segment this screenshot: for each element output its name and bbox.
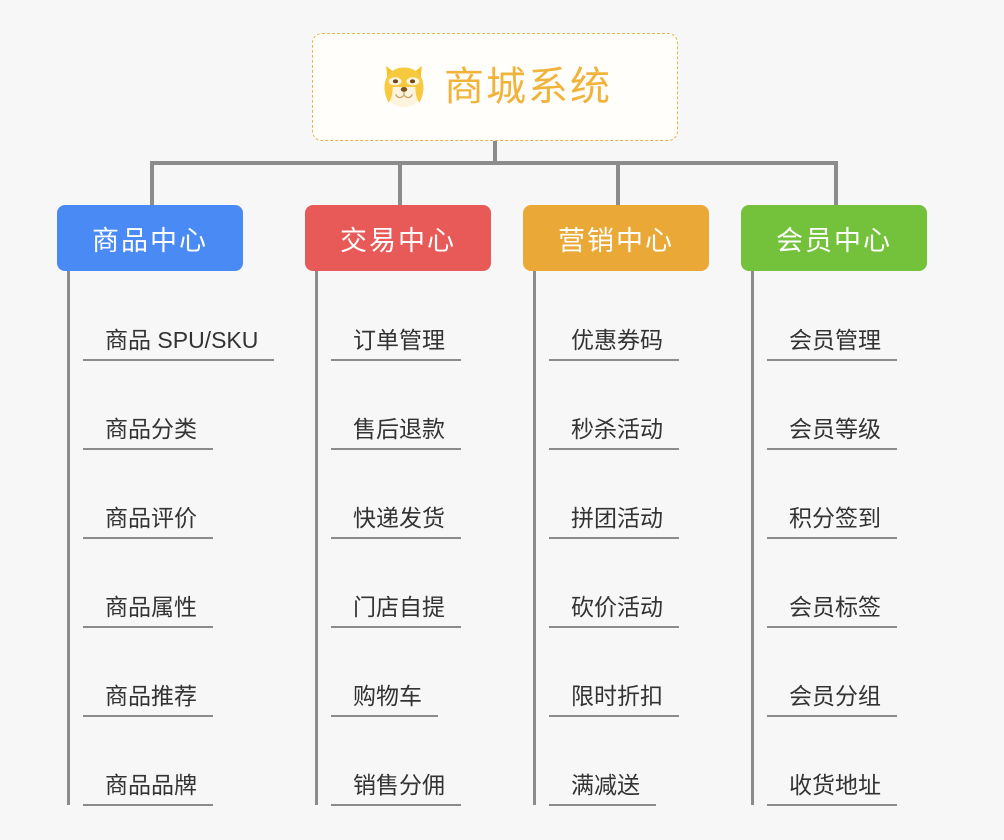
list-item[interactable]: 秒杀活动 xyxy=(549,360,743,450)
branch-column-3: 营销中心 优惠券码 秒杀活动 拼团活动 砍价活动 限时折扣 满减送 xyxy=(523,205,743,806)
list-item-label: 商品推荐 xyxy=(83,683,213,717)
list-item[interactable]: 商品品牌 xyxy=(83,716,277,806)
list-item[interactable]: 拼团活动 xyxy=(549,449,743,539)
list-item[interactable]: 商品属性 xyxy=(83,538,277,628)
list-item[interactable]: 门店自提 xyxy=(331,538,525,628)
list-item[interactable]: 商品评价 xyxy=(83,449,277,539)
branch-column-1: 商品中心 商品 SPU/SKU 商品分类 商品评价 商品属性 商品推荐 商品品牌 xyxy=(57,205,277,806)
list-item[interactable]: 满减送 xyxy=(549,716,743,806)
branch-list-1: 商品 SPU/SKU 商品分类 商品评价 商品属性 商品推荐 商品品牌 xyxy=(67,271,277,806)
root-node[interactable]: 商城系统 xyxy=(312,33,678,141)
list-item[interactable]: 购物车 xyxy=(331,627,525,717)
connector-drop-3 xyxy=(616,161,620,207)
branch-header-label-3: 营销中心 xyxy=(558,225,674,256)
list-item-label: 购物车 xyxy=(331,683,438,717)
branch-header-1[interactable]: 商品中心 xyxy=(57,205,243,271)
list-item-label: 砍价活动 xyxy=(549,594,679,628)
list-item-label: 商品 SPU/SKU xyxy=(83,327,275,361)
list-item[interactable]: 会员分组 xyxy=(767,627,961,717)
list-item-label: 满减送 xyxy=(549,772,656,806)
list-item-label: 会员分组 xyxy=(767,683,897,717)
list-item[interactable]: 订单管理 xyxy=(331,271,525,361)
list-item[interactable]: 会员管理 xyxy=(767,271,961,361)
list-item-label: 限时折扣 xyxy=(549,683,679,717)
list-item-label: 会员标签 xyxy=(767,594,897,628)
list-item[interactable]: 积分签到 xyxy=(767,449,961,539)
branch-column-2: 交易中心 订单管理 售后退款 快递发货 门店自提 购物车 销售分佣 xyxy=(305,205,525,806)
branch-header-label-2: 交易中心 xyxy=(340,225,456,256)
list-item[interactable]: 商品推荐 xyxy=(83,627,277,717)
list-item[interactable]: 收货地址 xyxy=(767,716,961,806)
list-item[interactable]: 商品分类 xyxy=(83,360,277,450)
list-item-label: 商品品牌 xyxy=(83,772,213,806)
branch-column-4: 会员中心 会员管理 会员等级 积分签到 会员标签 会员分组 收货地址 xyxy=(741,205,961,806)
list-item[interactable]: 砍价活动 xyxy=(549,538,743,628)
list-item-label: 秒杀活动 xyxy=(549,416,679,450)
branch-header-label-1: 商品中心 xyxy=(92,225,208,256)
list-item-label: 订单管理 xyxy=(331,327,461,361)
branch-list-2: 订单管理 售后退款 快递发货 门店自提 购物车 销售分佣 xyxy=(315,271,525,806)
connector-drop-2 xyxy=(398,161,402,207)
list-item-label: 商品评价 xyxy=(83,505,213,539)
list-item[interactable]: 会员等级 xyxy=(767,360,961,450)
list-item-label: 售后退款 xyxy=(331,416,461,450)
list-item[interactable]: 销售分佣 xyxy=(331,716,525,806)
list-item-label: 快递发货 xyxy=(331,505,461,539)
branch-header-2[interactable]: 交易中心 xyxy=(305,205,491,271)
branch-header-label-4: 会员中心 xyxy=(776,225,892,256)
connector-drop-4 xyxy=(834,161,838,207)
list-item-label: 拼团活动 xyxy=(549,505,679,539)
list-item[interactable]: 限时折扣 xyxy=(549,627,743,717)
shiba-dog-face-icon xyxy=(384,65,424,108)
list-item-label: 收货地址 xyxy=(767,772,897,806)
connector-root-stem xyxy=(493,141,497,165)
list-item-label: 商品属性 xyxy=(83,594,213,628)
connector-drop-1 xyxy=(150,161,154,207)
list-item-label: 销售分佣 xyxy=(331,772,461,806)
list-item-label: 会员管理 xyxy=(767,327,897,361)
branch-header-3[interactable]: 营销中心 xyxy=(523,205,709,271)
root-title: 商城系统 xyxy=(444,65,612,109)
list-item[interactable]: 会员标签 xyxy=(767,538,961,628)
list-item-label: 优惠券码 xyxy=(549,327,679,361)
branch-list-4: 会员管理 会员等级 积分签到 会员标签 会员分组 收货地址 xyxy=(751,271,961,806)
list-item-label: 门店自提 xyxy=(331,594,461,628)
list-item[interactable]: 商品 SPU/SKU xyxy=(83,271,277,361)
connector-horizontal-bar xyxy=(150,161,838,165)
list-item[interactable]: 优惠券码 xyxy=(549,271,743,361)
branch-header-4[interactable]: 会员中心 xyxy=(741,205,927,271)
branch-list-3: 优惠券码 秒杀活动 拼团活动 砍价活动 限时折扣 满减送 xyxy=(533,271,743,806)
list-item-label: 商品分类 xyxy=(83,416,213,450)
list-item-label: 积分签到 xyxy=(767,505,897,539)
list-item[interactable]: 快递发货 xyxy=(331,449,525,539)
list-item[interactable]: 售后退款 xyxy=(331,360,525,450)
list-item-label: 会员等级 xyxy=(767,416,897,450)
